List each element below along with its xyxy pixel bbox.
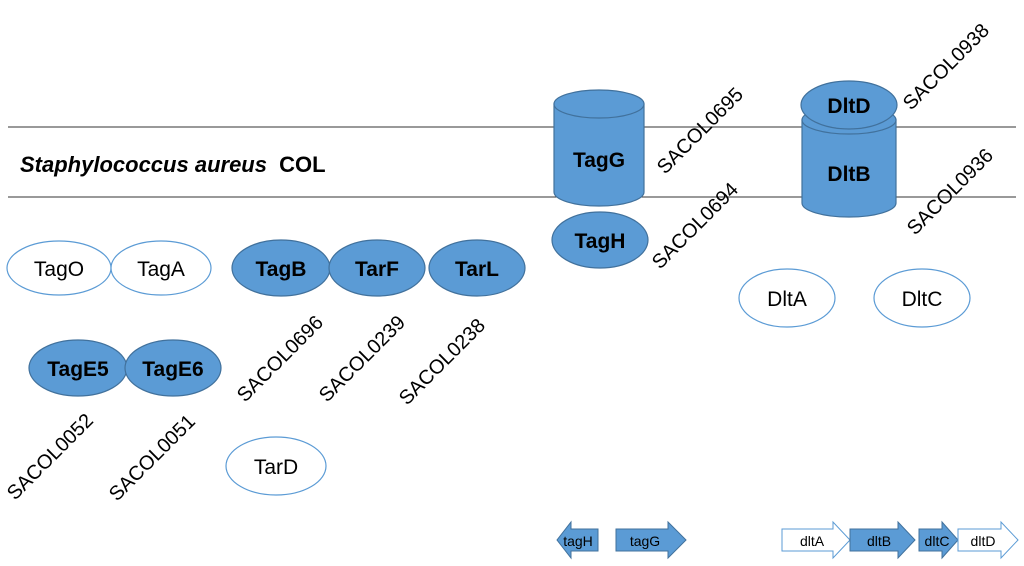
protein-tagh-label: TagH: [575, 230, 626, 253]
gene-arrow-tagg: tagG: [615, 520, 687, 560]
protein-taga-label: TagA: [137, 258, 185, 281]
gene-dltd-label: dltD: [971, 533, 996, 549]
gene-arrow-dltd: dltD: [957, 520, 1019, 560]
protein-dltd: DltD: [800, 80, 898, 130]
protein-tago: TagO: [6, 240, 112, 296]
protein-tarl-label: TarL: [455, 258, 499, 281]
gene-tagh-label: tagH: [563, 533, 593, 549]
protein-taga: TagA: [110, 240, 212, 296]
protein-tarl: TarL: [428, 239, 526, 297]
gene-arrow-dlta: dltA: [781, 520, 851, 560]
protein-tagg-label: TagG: [573, 149, 625, 172]
protein-tage5-label: TagE5: [47, 358, 109, 381]
protein-dlta: DltA: [738, 268, 836, 328]
locus-dltd: SACOL0938: [899, 20, 994, 115]
protein-tard: TarD: [225, 436, 327, 496]
gene-dlta-label: dltA: [800, 533, 825, 549]
locus-tagb: SACOL0696: [233, 312, 328, 407]
protein-tard-label: TarD: [254, 456, 298, 479]
protein-tarf-label: TarF: [355, 258, 399, 281]
locus-tagg: SACOL0695: [653, 84, 748, 179]
organism-label: Staphylococcus aureus COL: [20, 152, 326, 177]
protein-tage6: TagE6: [124, 339, 222, 397]
gene-dltc-label: dltC: [925, 533, 950, 549]
locus-tage5: SACOL0052: [3, 410, 98, 505]
locus-tagh: SACOL0694: [648, 179, 743, 274]
protein-tarf: TarF: [328, 239, 426, 297]
protein-dltc-label: DltC: [902, 288, 943, 311]
protein-tago-label: TagO: [34, 258, 84, 281]
locus-tage6: SACOL0051: [105, 411, 200, 506]
organism-species: Staphylococcus aureus: [20, 152, 267, 177]
gene-arrow-tagh: tagH: [556, 520, 599, 560]
protein-dltb-label: DltB: [827, 163, 870, 186]
protein-tagb-label: TagB: [256, 258, 307, 281]
gene-arrow-dltc: dltC: [918, 520, 959, 560]
organism-strain: COL: [279, 152, 325, 177]
gene-dltb-label: dltB: [867, 533, 891, 549]
protein-tage5: TagE5: [28, 339, 128, 397]
protein-tage6-label: TagE6: [142, 358, 203, 381]
protein-tagb: TagB: [231, 239, 331, 297]
locus-tarl: SACOL0238: [395, 315, 490, 410]
protein-dlta-label: DltA: [767, 288, 807, 311]
locus-dltb: SACOL0936: [903, 145, 998, 240]
protein-dltc: DltC: [873, 268, 971, 328]
protein-tagg: TagG: [553, 89, 645, 207]
gene-arrow-dltb: dltB: [849, 520, 916, 560]
protein-dltd-label: DltD: [827, 95, 870, 118]
gene-tagg-label: tagG: [630, 533, 660, 549]
protein-tagh: TagH: [551, 211, 649, 269]
